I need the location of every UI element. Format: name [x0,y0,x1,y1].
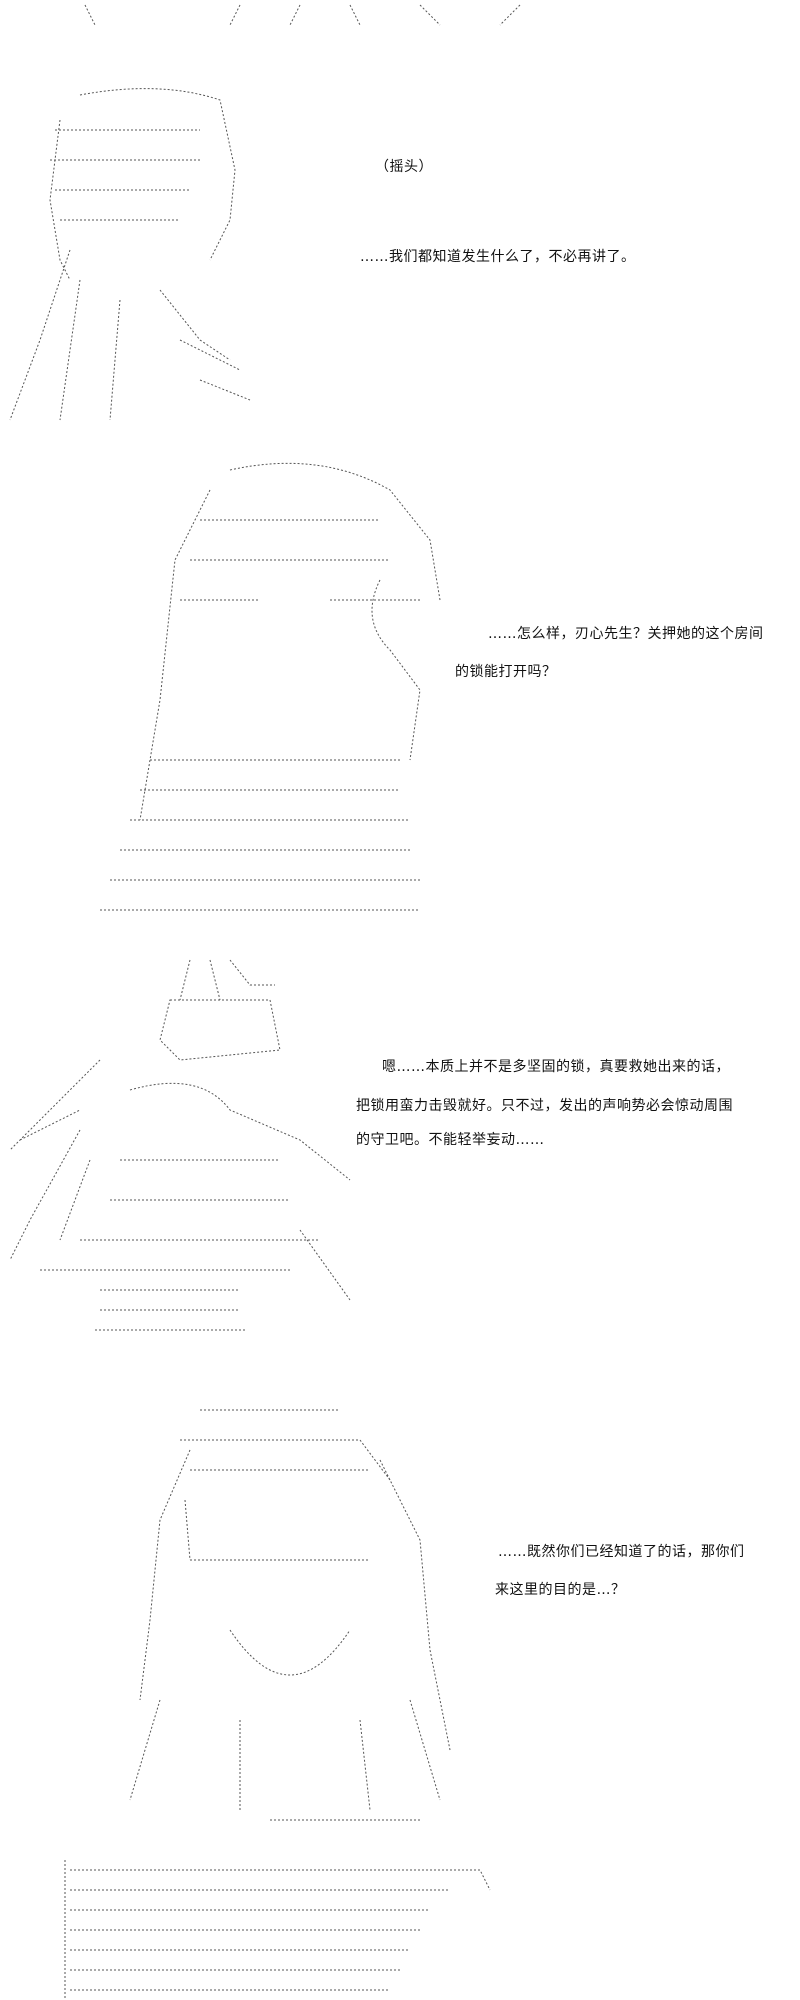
dialogue-line: （摇头） [375,159,433,175]
character-figure-2 [100,462,441,911]
dialogue-line: 来这里的目的是…？ [495,1582,626,1598]
dialogue-line: 把锁用蛮力击毁就好。只不过，发出的声响势必会惊动周围 [356,1098,733,1114]
dialogue-line: ……怎么样，刃心先生？关押她的这个房间 [488,626,764,642]
top-fragment-art [84,4,521,26]
character-figure-5 [64,1860,491,2000]
character-figure-1 [9,88,251,421]
dialogue-line: 的守卫吧。不能轻举妄动…… [356,1132,545,1148]
dialogue-line: ……既然你们已经知道了的话，那你们 [498,1544,745,1560]
dialogue-line: ……我们都知道发生什么了，不必再讲了。 [360,249,636,265]
character-figure-4 [129,1409,451,1821]
character-figure-3 [9,959,351,1331]
dialogue-line: 嗯……本质上并不是多坚固的锁，真要救她出来的话， [382,1059,730,1075]
dialogue-line: 的锁能打开吗？ [455,664,557,680]
